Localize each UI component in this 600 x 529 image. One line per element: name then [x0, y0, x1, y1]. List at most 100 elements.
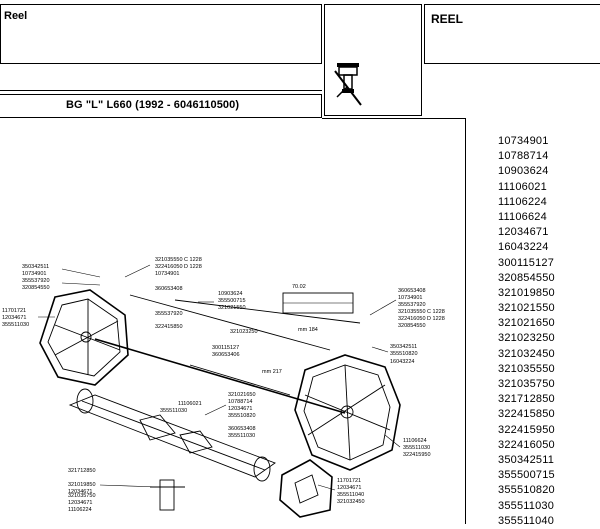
- part-number-item: 10788714: [498, 150, 549, 163]
- part-label: 321035550 C 1228: [155, 257, 202, 263]
- part-label: 16043224: [390, 359, 414, 365]
- part-label: 350342511: [22, 264, 49, 270]
- part-label: 12034671: [2, 315, 26, 321]
- part-number-item: 322415950: [498, 423, 555, 436]
- part-label: 12034671: [68, 489, 92, 495]
- part-label: 360653408: [228, 426, 256, 432]
- part-number-item: 355511030: [498, 499, 555, 512]
- part-label: 11106224: [68, 507, 92, 513]
- part-label: 355500715: [218, 298, 246, 304]
- divider-line: [465, 118, 466, 524]
- part-label: 360653408: [155, 286, 183, 292]
- part-number-item: 11106021: [498, 180, 547, 193]
- part-label: 355511030: [403, 445, 430, 451]
- right-reel-spider: [294, 354, 401, 471]
- part-number-item: 321035750: [498, 378, 555, 390]
- part-label: 355537920: [22, 278, 50, 284]
- part-label: 11701721: [337, 478, 361, 484]
- part-label: 11701721: [2, 308, 26, 314]
- part-label: 355511030: [2, 322, 29, 328]
- part-number-item: 321021550: [498, 302, 555, 315]
- dimension-label: mm 217: [262, 369, 282, 375]
- dimension-label: 70.02: [292, 284, 306, 290]
- part-number-item: 355500715: [498, 469, 555, 482]
- part-label: 10734901: [155, 271, 179, 277]
- part-label: 322415850: [155, 324, 183, 330]
- drive-hub: [150, 459, 333, 518]
- part-label: 355537920: [398, 302, 426, 308]
- part-label: 321021550: [218, 305, 246, 311]
- left-reel-spider: [39, 289, 129, 386]
- part-number-item: 355511040: [498, 514, 555, 527]
- part-label: 355510820: [228, 413, 256, 419]
- part-label: 360653406: [212, 352, 240, 358]
- exploded-view-diagram: 70.02 mm 184 mm 217 350342511 10734901 3…: [2, 257, 445, 518]
- part-label: 12034671: [337, 485, 361, 491]
- part-number-item: 322416050: [498, 438, 555, 451]
- part-label: 321023250: [230, 329, 258, 335]
- model-designation: BG "L" L660 (1992 - 6046110500): [66, 99, 240, 111]
- part-number-item: 12034671: [498, 226, 549, 239]
- divider-line: [322, 118, 465, 119]
- part-label: 10734901: [22, 271, 46, 277]
- part-label: 10734901: [398, 295, 422, 301]
- part-label: 321712850: [68, 468, 96, 474]
- part-number-item: 322415850: [498, 408, 555, 421]
- part-label: 322416050 D 1228: [398, 316, 445, 322]
- label-group-right: 360653408 10734901 355537920 321035550 C…: [390, 288, 445, 365]
- dimension-rulers: 70.02 mm 184 mm 217: [262, 284, 354, 375]
- label-group-mid: 10903624 355500715 321021550 355537920 3…: [155, 291, 258, 358]
- part-number-item: 300115127: [498, 256, 555, 269]
- part-label: 10903624: [218, 291, 242, 297]
- part-number-list: 10734901 10788714 10903624 11106021 11106224…: [498, 134, 555, 529]
- part-number-item: 321032450: [498, 347, 555, 360]
- part-number-item: 10734901: [498, 135, 549, 147]
- part-number-item: 16043224: [498, 241, 549, 254]
- tube-assembly: [68, 388, 276, 482]
- part-label: 300115127: [212, 345, 239, 351]
- part-label: 321032450: [337, 499, 365, 505]
- part-number-item: 321712850: [498, 393, 555, 406]
- part-label: 321035550 C 1228: [398, 309, 445, 315]
- section-title-right: REEL: [431, 12, 464, 26]
- label-group-top-a: 321035550 C 1228 322416050 D 1228 107349…: [155, 257, 202, 292]
- part-label: 360653408: [398, 288, 426, 294]
- title-right-box: REEL: [424, 4, 600, 64]
- part-label: 355511040: [337, 492, 364, 498]
- part-number-item: 10903624: [498, 165, 549, 178]
- leader-lines: [38, 264, 401, 491]
- part-label: 320854550: [22, 285, 50, 291]
- label-group-tl: 350342511 10734901 355537920 320854550: [22, 264, 50, 291]
- part-label: 350342511: [390, 344, 417, 350]
- part-number-item: 320854550: [498, 271, 555, 284]
- part-label: 321035750: [68, 493, 96, 499]
- part-label: 11106021: [178, 401, 202, 407]
- label-group-bottom-left: 321712850 321019850 12034671 321035750 1…: [68, 468, 96, 513]
- part-label: 322415950: [403, 452, 431, 458]
- part-label: 11106624: [403, 438, 427, 444]
- label-group-center: 321021650 10788714 12034671 355510820 11…: [160, 392, 256, 439]
- part-label: 355510820: [390, 351, 418, 357]
- part-number-item: 11106224: [498, 195, 547, 208]
- part-label: 10788714: [228, 399, 252, 405]
- label-group-bottom-right: 11106624 355511030 322415950 11701721 12…: [337, 438, 431, 505]
- model-bar: BG "L" L660 (1992 - 6046110500): [0, 94, 322, 118]
- title-left-box: Reel: [0, 4, 322, 64]
- divider-line: [0, 90, 322, 91]
- part-number-item: 355510820: [498, 484, 555, 497]
- part-label: 321019850: [68, 482, 96, 488]
- part-label: 320854550: [398, 323, 426, 329]
- reel-shaft: [94, 294, 361, 414]
- part-label: 322416050 D 1228: [155, 264, 202, 270]
- section-title: Reel: [4, 10, 28, 22]
- part-number-item: 350342511: [498, 453, 555, 466]
- icon-box: [324, 4, 422, 116]
- reel-tine-icon: [334, 63, 362, 106]
- part-label: 321021650: [228, 392, 256, 398]
- part-label: 355511030: [160, 408, 187, 414]
- dimension-label: mm 184: [298, 327, 318, 333]
- part-label: 12034671: [228, 406, 252, 412]
- part-label: 12034671: [68, 500, 92, 506]
- part-number-item: 11106624: [498, 210, 547, 223]
- part-number-item: 321021650: [498, 317, 555, 330]
